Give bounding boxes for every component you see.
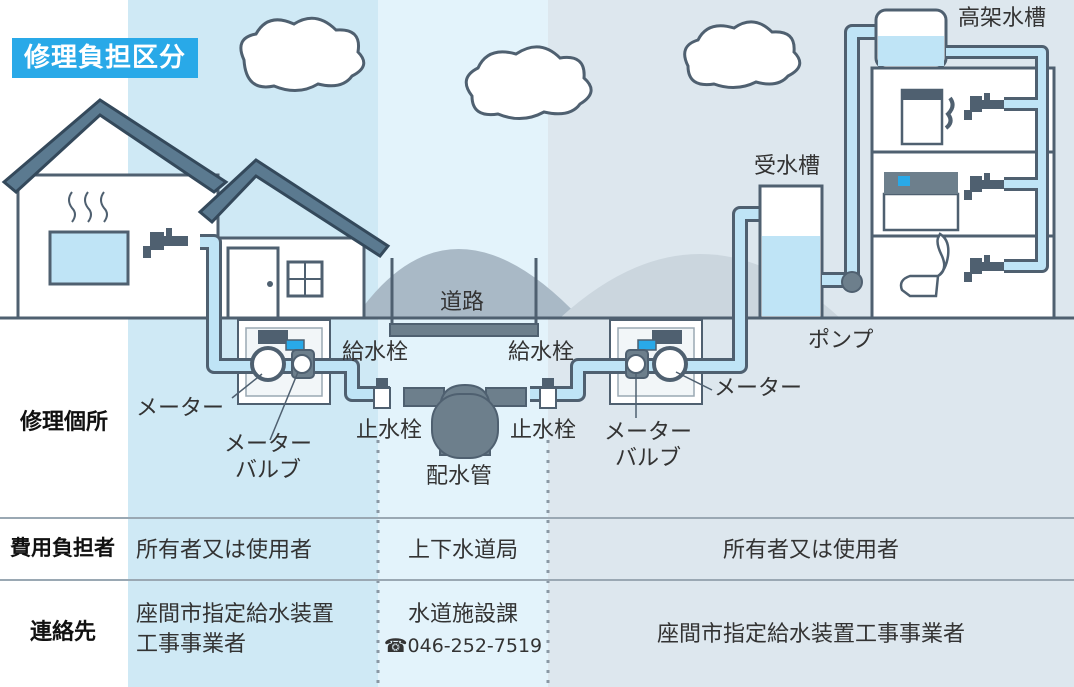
receiving-tank	[758, 184, 824, 320]
house-left	[1, 98, 229, 320]
receiving-tank-label: 受水槽	[754, 154, 821, 179]
contact-center-dept: 水道施設課	[407, 602, 518, 627]
cloud-icon	[464, 45, 593, 120]
row-header-contact: 連絡先	[30, 620, 97, 645]
road	[389, 323, 539, 337]
contact-left: 座間市指定給水装置 工事事業者	[136, 602, 335, 657]
hill	[355, 249, 580, 318]
row-header-repair-place: 修理個所	[20, 410, 109, 435]
stop-plug-left-label: 止水栓	[356, 418, 423, 443]
supply-plug-right-label: 給水栓	[508, 340, 575, 365]
distribution-pipe	[403, 383, 527, 459]
contact-center-phone: ☎046-252-7519	[383, 635, 543, 657]
cloud-icon	[239, 16, 366, 92]
cost-bearer-right: 所有者又は使用者	[722, 538, 899, 563]
apartment-building	[870, 8, 1056, 320]
meter-icon	[250, 330, 315, 382]
stop-plug-right-label: 止水栓	[510, 418, 577, 443]
meter-valve-right-label: メーター バルブ	[603, 420, 692, 472]
page-title: 修理負担区分	[12, 38, 199, 78]
meter-right-label: メーター	[714, 376, 803, 401]
stop-valve-icon	[373, 378, 391, 409]
cloud-icon	[683, 20, 802, 89]
pump-icon	[841, 271, 863, 293]
elevated-tank-label: 高架水槽	[958, 6, 1047, 31]
supply-plug-left-label: 給水栓	[342, 340, 409, 365]
cost-bearer-center: 上下水道局	[407, 538, 518, 563]
faucet-icon	[143, 228, 188, 258]
distribution-pipe-label: 配水管	[426, 464, 493, 489]
road-label: 道路	[440, 290, 485, 315]
cost-bearer-left: 所有者又は使用者	[136, 538, 313, 563]
meter-left-label: メーター	[136, 396, 225, 421]
pump-label: ポンプ	[808, 328, 874, 353]
stop-valve-icon	[539, 378, 557, 409]
contact-right: 座間市指定給水装置工事事業者	[656, 622, 965, 647]
meter-icon	[625, 330, 688, 382]
house-right	[197, 158, 391, 320]
row-header-cost-bearer: 費用負担者	[10, 536, 115, 560]
meter-valve-left-label: メーター バルブ	[223, 432, 312, 484]
